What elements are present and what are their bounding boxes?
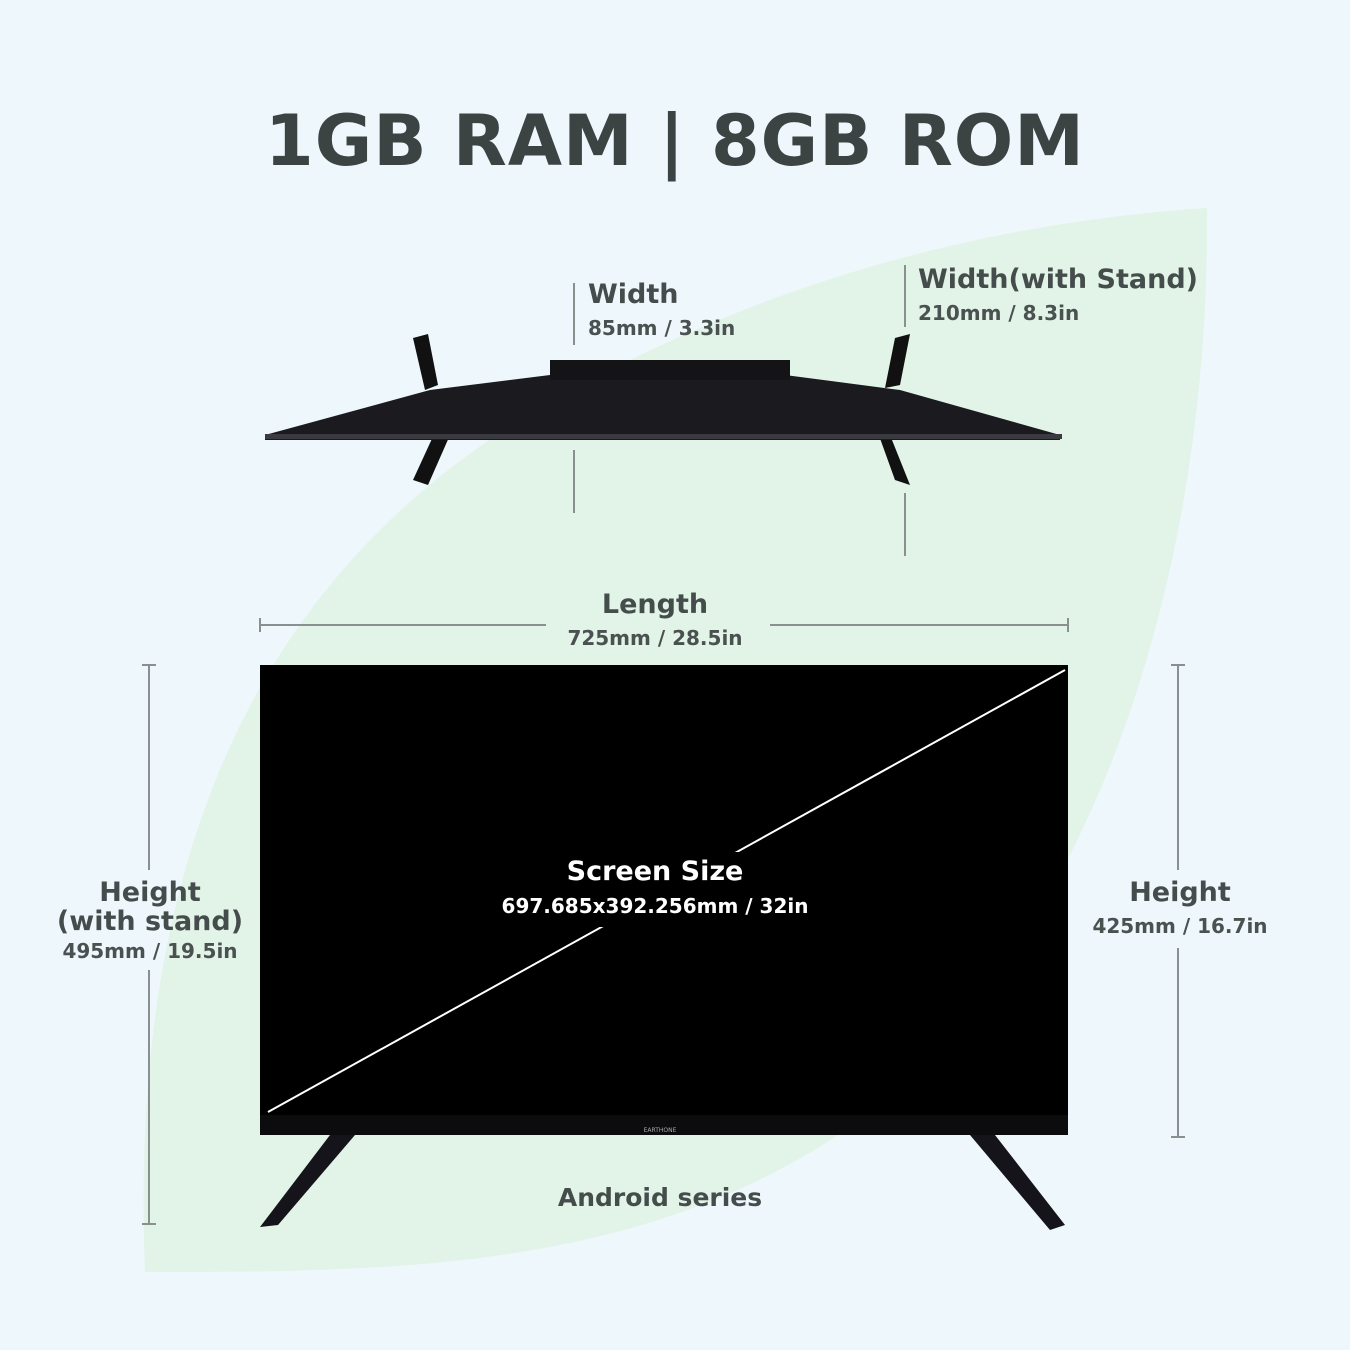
height-stand-label-1: Height [99,877,201,908]
length-label: Length [601,589,709,620]
screen-size-value: 697.685x392.256mm / 32in [501,894,809,918]
length-cap-right [1067,618,1069,632]
tv-top-view [265,334,1062,485]
width-stand-value: 210mm / 8.3in [918,301,1080,325]
tv-front-view: EARTHONE [260,665,1068,1230]
width-stand-bottom-tick [904,493,906,556]
width-stand-label: Width(with Stand) [918,264,1199,295]
height-stand-line-top [148,665,150,870]
width-stand-top-tick [904,265,906,327]
screen-size-label: Screen Size [566,856,744,887]
height-cap-bottom [1171,1136,1185,1138]
height-line-bottom [1177,948,1179,1138]
screen-text-mask [470,852,840,927]
height-line-top [1177,665,1179,870]
height-stand-label-2: (with stand) [56,906,244,937]
svg-text:EARTHONE: EARTHONE [644,1127,677,1134]
width-label: Width [588,279,679,310]
height-cap-top [1171,664,1185,666]
headline: 1GB RAM | 8GB ROM [265,100,1085,182]
height-stand-line-bottom [148,970,150,1225]
height-stand-cap-bottom [142,1223,156,1225]
series-label: Android series [557,1183,763,1212]
width-top-tick [573,283,575,345]
width-bottom-tick [573,450,575,513]
height-stand-cap-top [142,664,156,666]
height-value: 425mm / 16.7in [1092,914,1268,938]
height-label: Height [1129,877,1231,908]
length-line-right [770,624,1068,626]
width-value: 85mm / 3.3in [588,316,736,340]
height-stand-value: 495mm / 19.5in [62,939,238,963]
length-line-left [260,624,546,626]
length-value: 725mm / 28.5in [567,626,743,650]
length-cap-left [259,618,261,632]
